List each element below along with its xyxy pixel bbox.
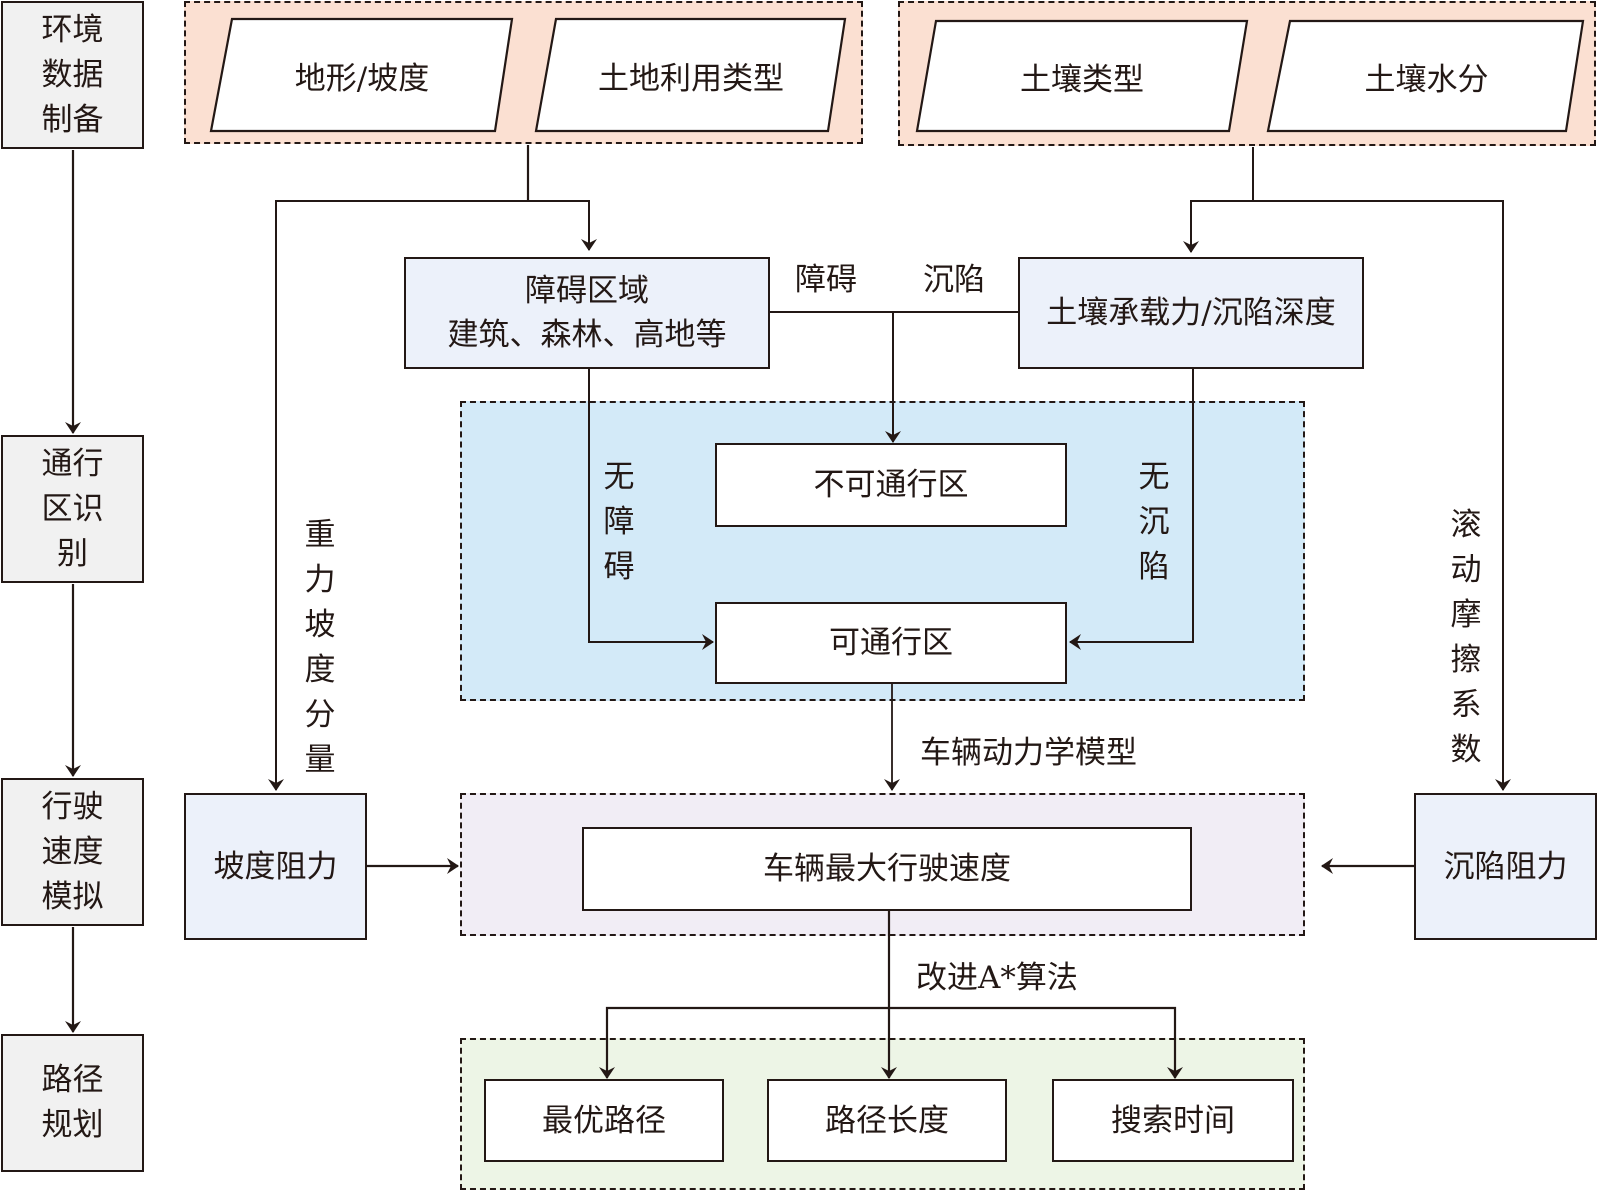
- stage-label: 行驶速度模拟: [41, 788, 104, 915]
- edge-to-optimal-path: [599, 1006, 889, 1079]
- output-optimal-path-box: 最优路径: [484, 1079, 724, 1162]
- input-soilmoist-shape: [1266, 19, 1585, 133]
- sink-resistance-label: 沉陷阻力: [1443, 848, 1568, 885]
- edge-label-rolling-friction: 滚动摩擦系数: [1450, 507, 1482, 768]
- output-path-length-label: 路径长度: [825, 1102, 949, 1139]
- passable-zone-label: 可通行区: [829, 625, 953, 661]
- impassable-zone-box: 不可通行区: [715, 443, 1067, 527]
- stage-env-data: 环境数据制备: [1, 1, 144, 149]
- input-landuse-shape: [534, 17, 847, 133]
- edge-label-gravity-slope: 重力坡度分量: [304, 517, 336, 778]
- edge-to-sink-resist: [1253, 200, 1511, 791]
- input-soiltype: 土壤类型: [927, 21, 1237, 131]
- edge-to-search-time: [889, 1006, 1183, 1079]
- output-search-time-box: 搜索时间: [1052, 1079, 1294, 1162]
- stage-label: 路径规划: [41, 1062, 104, 1143]
- edge-label-vehicle-dynamics: 车辆动力学模型: [920, 735, 1137, 771]
- input-landuse: 土地利用类型: [546, 19, 836, 131]
- passable-zone-box: 可通行区: [715, 602, 1067, 684]
- edge-label-no-obstacle: 无障碍: [603, 459, 635, 585]
- stage-label: 通行区识别: [41, 445, 104, 572]
- input-soiltype-shape: [915, 19, 1249, 133]
- sink-resistance-box: 沉陷阻力: [1414, 793, 1597, 940]
- edge-label-no-sink: 无沉陷: [1138, 459, 1170, 585]
- stage-pass-zone: 通行区识别: [1, 435, 144, 583]
- obstacle-area-examples: 建筑、森林、高地等: [447, 317, 727, 353]
- stage-path-plan: 路径规划: [1, 1034, 144, 1172]
- stage-speed-sim: 行驶速度模拟: [1, 778, 144, 926]
- stage-label: 环境数据制备: [41, 11, 104, 138]
- input-terrain-label: 地形/坡度: [294, 60, 430, 97]
- input-soilmoist: 土壤水分: [1279, 21, 1574, 131]
- max-speed-box: 车辆最大行驶速度: [582, 827, 1192, 911]
- soil-bearing-box: 土壤承载力/沉陷深度: [1018, 257, 1364, 369]
- input-terrain: 地形/坡度: [222, 19, 502, 131]
- edge-no-sink: [1069, 368, 1194, 650]
- obstacle-area-title: 障碍区域: [525, 273, 649, 309]
- edge-to-slope-resist: [268, 200, 528, 791]
- slope-resistance-label: 坡度阻力: [213, 848, 338, 885]
- edge-label-obstacle: 障碍: [795, 262, 857, 298]
- output-optimal-path-label: 最优路径: [542, 1102, 666, 1139]
- slope-resistance-box: 坡度阻力: [184, 793, 367, 940]
- edge-label-improved-astar: 改进A*算法: [916, 960, 1078, 996]
- edge-no-obstacle: [588, 368, 714, 650]
- edge-to-soil-box: [1183, 200, 1253, 253]
- input-terrain-shape: [209, 17, 514, 133]
- max-speed-label: 车辆最大行驶速度: [763, 851, 1011, 887]
- output-path-length-box: 路径长度: [767, 1079, 1007, 1162]
- output-search-time-label: 搜索时间: [1111, 1102, 1235, 1139]
- input-soilmoist-label: 土壤水分: [1364, 61, 1489, 98]
- impassable-zone-label: 不可通行区: [813, 467, 969, 503]
- input-soiltype-label: 土壤类型: [1020, 61, 1144, 98]
- edge-label-sink: 沉陷: [923, 262, 985, 298]
- obstacle-area-box: 障碍区域 建筑、森林、高地等: [404, 257, 770, 369]
- input-landuse-label: 土地利用类型: [598, 60, 784, 97]
- soil-bearing-label: 土壤承载力/沉陷深度: [1046, 295, 1336, 331]
- edge-to-obstacle: [528, 200, 597, 251]
